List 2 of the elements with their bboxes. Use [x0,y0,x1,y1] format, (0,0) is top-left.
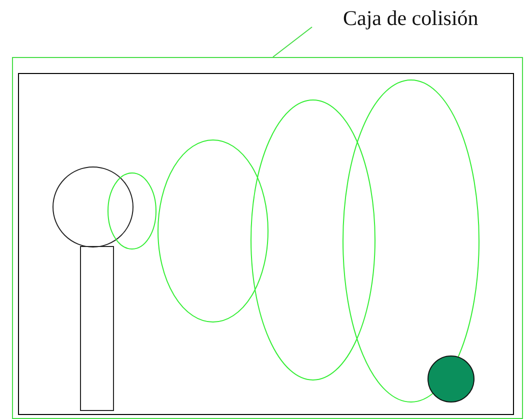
leader-line [272,26,312,58]
callout-label: Caja de colisión [343,6,478,30]
